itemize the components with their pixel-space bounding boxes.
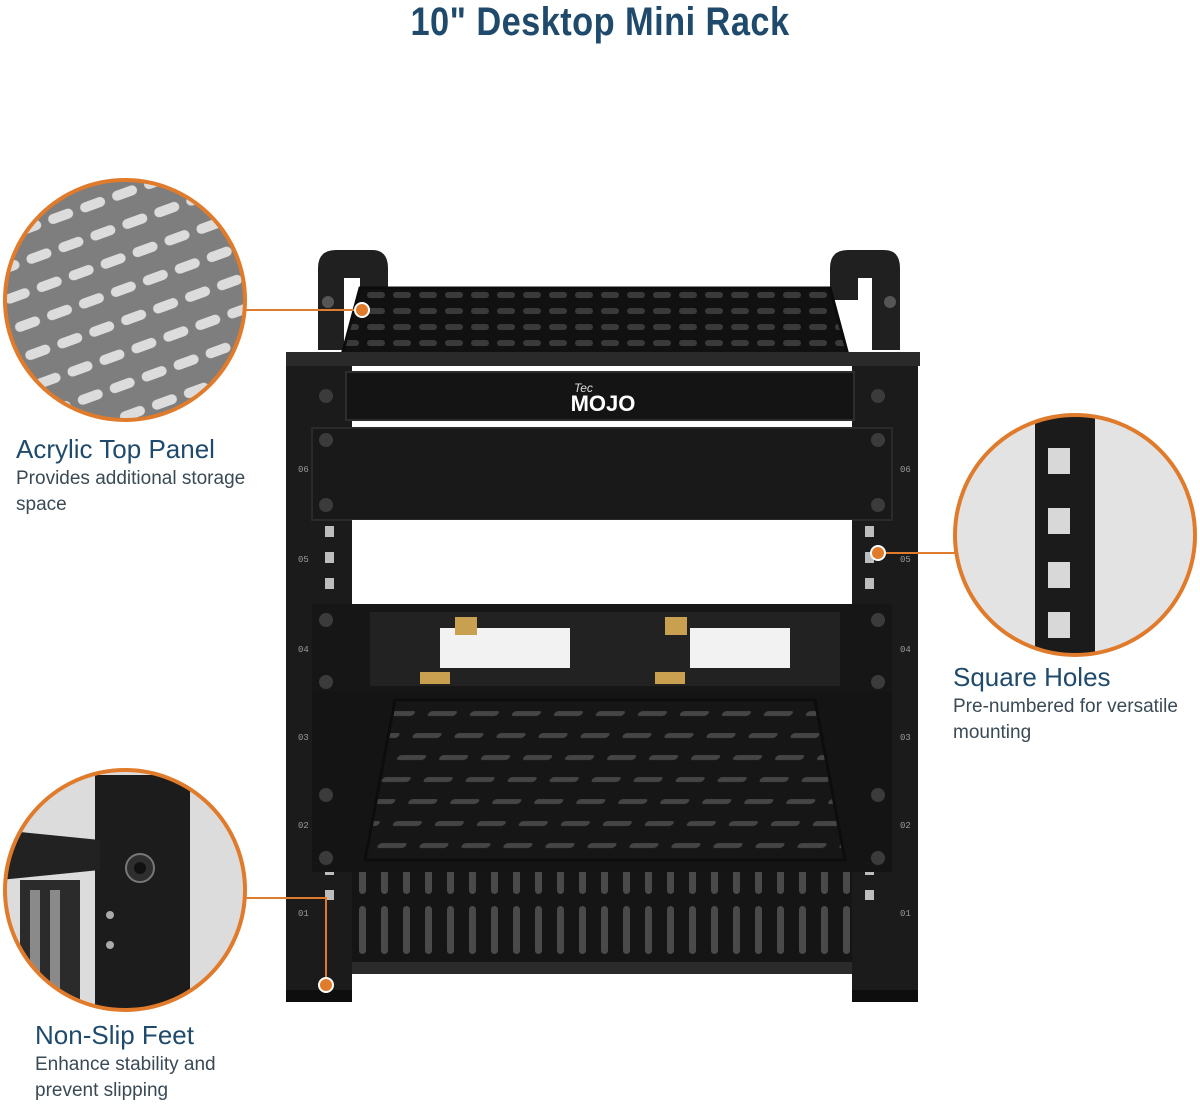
rack-unit-label: 04 xyxy=(900,645,911,655)
feet-desc-line2: prevent slipping xyxy=(35,1080,169,1101)
callout-connectors xyxy=(245,302,955,993)
rack-unit-labels-right: 06 05 04 03 02 01 xyxy=(900,465,911,919)
rack-body xyxy=(286,250,920,1002)
rack-unit-label: 02 xyxy=(298,821,309,831)
rack-unit-label: 01 xyxy=(900,909,911,919)
rack-unit-label: 04 xyxy=(298,645,309,655)
top-panel-desc-line2: space xyxy=(16,494,67,515)
square-holes-desc-line1: Pre-numbered for versatile xyxy=(953,696,1178,717)
rack-unit-label: 05 xyxy=(298,555,309,565)
top-panel-title: Acrylic Top Panel xyxy=(16,434,215,464)
square-holes-zoom-circle xyxy=(953,413,1197,657)
rack-unit-label: 06 xyxy=(298,465,309,475)
rack-unit-label: 01 xyxy=(298,909,309,919)
top-panel-zoom-circle xyxy=(3,178,247,422)
square-holes-title: Square Holes xyxy=(953,662,1111,692)
rack-unit-labels-left: 06 05 04 03 02 01 xyxy=(298,465,309,919)
rack-unit-label: 06 xyxy=(900,465,911,475)
feet-zoom-circle xyxy=(3,768,247,1012)
top-panel-desc-line1: Provides additional storage xyxy=(16,468,246,489)
feet-title: Non-Slip Feet xyxy=(35,1020,194,1050)
brand-small: Tec xyxy=(574,381,593,395)
page-title: 10" Desktop Mini Rack xyxy=(410,0,790,44)
square-holes-desc-line2: mounting xyxy=(953,722,1032,743)
rack-unit-label: 05 xyxy=(900,555,911,565)
brand-logo: MOJO xyxy=(571,391,636,416)
rack-unit-label: 03 xyxy=(900,733,911,743)
rack-unit-label: 03 xyxy=(298,733,309,743)
rack-unit-label: 02 xyxy=(900,821,911,831)
feet-desc-line1: Enhance stability and xyxy=(35,1054,216,1075)
